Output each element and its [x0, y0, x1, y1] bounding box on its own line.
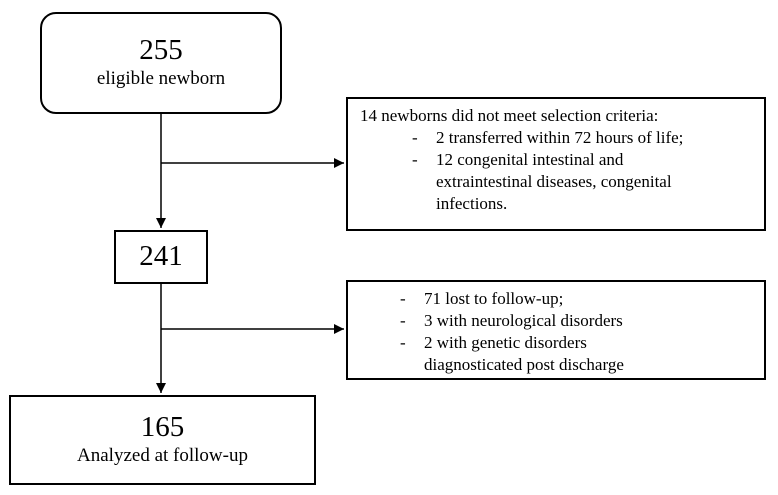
exclusion-item: - 2 transferred within 72 hours of life; [360, 127, 764, 149]
exclusion-item: - 12 congenital intestinal and extrainte… [360, 149, 764, 215]
dash-bullet: - [400, 333, 406, 352]
exclusion-item-line: 2 transferred within 72 hours of life; [436, 128, 684, 147]
exclusion-item-line: diagnosticated post discharge [424, 355, 624, 374]
analyzed-box: 165 Analyzed at follow-up [9, 395, 316, 485]
exclusion-item: - 3 with neurological disorders [348, 310, 764, 332]
exclusion-list: - 71 lost to follow-up; - 3 with neurolo… [348, 288, 764, 376]
analyzed-count: 165 [140, 410, 185, 443]
eligible-count: 255 [139, 33, 183, 66]
dash-bullet: - [412, 128, 418, 147]
dash-bullet: - [400, 289, 406, 308]
exclusion-item: - 71 lost to follow-up; [348, 288, 764, 310]
exclusion-box-follow-up: - 71 lost to follow-up; - 3 with neurolo… [346, 280, 766, 380]
eligible-newborn-box: 255 eligible newborn [40, 12, 282, 114]
dash-bullet: - [412, 150, 418, 169]
exclusion-item-line: 12 congenital intestinal and [436, 150, 624, 169]
exclusion-item: - 2 with genetic disorders diagnosticate… [348, 332, 764, 376]
exclusion-item-line: extraintestinal diseases, congenital [436, 172, 672, 191]
analyzed-label: Analyzed at follow-up [77, 445, 248, 467]
exclusion-item-line: 2 with genetic disorders [424, 333, 587, 352]
exclusion-box-selection-criteria: 14 newborns did not meet selection crite… [346, 97, 766, 231]
exclusion-item-line: infections. [436, 194, 508, 213]
dash-bullet: - [400, 311, 406, 330]
eligible-label: eligible newborn [96, 68, 226, 90]
exclusion-item-line: 71 lost to follow-up; [424, 289, 564, 308]
after-selection-count: 241 [139, 240, 183, 273]
exclusion-heading: 14 newborns did not meet selection crite… [360, 106, 659, 125]
exclusion-item-line: 3 with neurological disorders [424, 311, 623, 330]
exclusion-list: - 2 transferred within 72 hours of life;… [360, 127, 764, 215]
after-selection-box: 241 [114, 230, 208, 284]
